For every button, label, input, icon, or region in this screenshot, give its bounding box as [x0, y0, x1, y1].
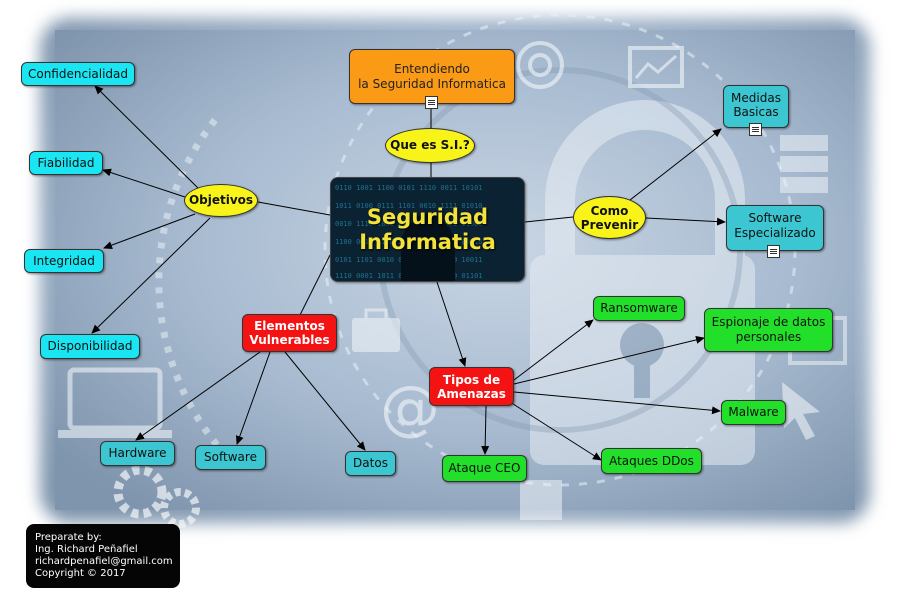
node-hardware-label: Hardware	[108, 446, 167, 460]
cursor-icon	[782, 382, 820, 440]
node-integridad-label: Integridad	[33, 253, 95, 268]
briefcase-icon	[352, 308, 400, 352]
node-espionaje-line1: Espionaje de datos	[711, 315, 826, 329]
central-topic-line2: Informatica	[359, 229, 496, 254]
node-medidas-basicas-line2: Basicas	[733, 105, 779, 119]
node-ataques-ddos[interactable]: Ataques DDos	[601, 448, 702, 474]
chart-icon	[628, 46, 684, 88]
node-software-especializado-line2: Especializado	[734, 226, 816, 240]
node-ransomware-label: Ransomware	[600, 301, 678, 315]
node-ataque-ceo-label: Ataque CEO	[448, 461, 521, 475]
node-software-especializado-line1: Software	[748, 211, 802, 225]
node-como-prevenir-line1: Como	[590, 203, 629, 218]
node-disponibilidad[interactable]: Disponibilidad	[40, 334, 140, 359]
node-medidas-basicas-line1: Medidas	[731, 91, 781, 105]
central-topic-line1: Seguridad	[366, 204, 489, 229]
node-software-label: Software	[204, 450, 257, 464]
node-como-prevenir-line2: Prevenir	[580, 217, 639, 232]
note-icon[interactable]	[767, 245, 780, 258]
node-que-es[interactable]: Que es S.I.?	[385, 128, 475, 163]
hacker-image: 0110 1001 1100 0101 1110 0011 10101 1011…	[331, 178, 524, 281]
node-medidas-basicas[interactable]: Medidas Basicas	[723, 85, 789, 128]
node-software[interactable]: Software	[195, 445, 266, 470]
node-ransomware[interactable]: Ransomware	[593, 296, 685, 321]
gear-icon	[113, 465, 200, 528]
node-objetivos-label: Objetivos	[188, 193, 254, 207]
node-confidencialidad-label: Confidencialidad	[27, 66, 129, 81]
node-objetivos[interactable]: Objetivos	[184, 184, 258, 217]
node-elementos-vulnerables-line1: Elementos	[254, 319, 325, 333]
node-entendiendo-line1: Entendiendo	[394, 61, 470, 76]
credit-line-4: Copyright © 2017	[35, 568, 126, 579]
author-credit-box: Preparate by: Ing. Richard Peñafiel rich…	[26, 524, 180, 588]
node-ataque-ceo[interactable]: Ataque CEO	[442, 455, 527, 482]
node-que-es-label: Que es S.I.?	[390, 138, 470, 152]
node-integridad[interactable]: Integridad	[24, 249, 104, 273]
node-malware-label: Malware	[728, 405, 779, 419]
node-tipos-amenazas-line1: Tipos de	[442, 372, 501, 387]
node-espionaje-line2: personales	[735, 330, 802, 344]
padlock-icon	[530, 100, 755, 465]
node-disponibilidad-label: Disponibilidad	[47, 339, 133, 353]
target-icon	[516, 41, 564, 89]
server-icon	[780, 135, 828, 193]
credit-line-2: Ing. Richard Peñafiel	[35, 544, 138, 555]
node-hardware[interactable]: Hardware	[100, 441, 175, 466]
node-datos[interactable]: Datos	[345, 451, 396, 476]
node-espionaje[interactable]: Espionaje de datos personales	[704, 308, 833, 352]
node-fiabilidad-label: Fiabilidad	[37, 155, 95, 170]
note-icon[interactable]	[749, 123, 762, 136]
credit-line-3: richardpenafiel@gmail.com	[35, 556, 173, 567]
document-icon	[520, 480, 562, 520]
node-tipos-amenazas[interactable]: Tipos de Amenazas	[429, 367, 514, 406]
credit-line-1: Preparate by:	[35, 532, 102, 543]
svg-text:0010 1110 1001 0110 1101 0001: 0010 1110 1001 0110 1101 0001 11001	[335, 220, 483, 228]
central-topic[interactable]: 0110 1001 1100 0101 1110 0011 10101 1011…	[330, 177, 525, 282]
node-como-prevenir[interactable]: Como Prevenir	[573, 196, 646, 239]
node-datos-label: Datos	[353, 456, 388, 470]
node-malware[interactable]: Malware	[721, 400, 786, 425]
node-elementos-vulnerables[interactable]: Elementos Vulnerables	[242, 314, 337, 352]
svg-text:0110 1001 1100 0101 1110 0011: 0110 1001 1100 0101 1110 0011 10101	[335, 184, 483, 192]
node-confidencialidad[interactable]: Confidencialidad	[21, 62, 135, 86]
svg-text:1011 0100 0111 1101 0010 1111: 1011 0100 0111 1101 0010 1111 01010	[335, 202, 483, 210]
node-tipos-amenazas-line2: Amenazas	[437, 386, 506, 401]
node-fiabilidad[interactable]: Fiabilidad	[29, 151, 103, 175]
node-ataques-ddos-label: Ataques DDos	[609, 453, 694, 468]
note-icon[interactable]	[425, 96, 438, 109]
monitor-icon	[58, 367, 172, 438]
node-entendiendo-line2: la Seguridad Informatica	[358, 76, 506, 91]
node-elementos-vulnerables-line2: Vulnerables	[249, 333, 330, 347]
